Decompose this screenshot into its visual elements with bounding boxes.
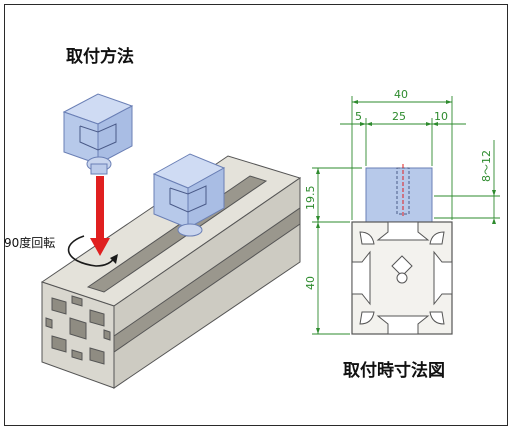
cross-section-drawing [351,164,453,335]
nut-block-upper [62,93,134,175]
dim-overall-width: 40 [394,88,408,101]
dim-bolt-range: 8～12 [480,150,493,182]
dim-block-height: 19.5 [304,186,317,211]
aluminum-profile-3d [40,155,302,389]
dim-center-width: 25 [392,110,406,123]
mounting-method-title: 取付方法 [66,47,134,67]
insert-arrow [90,176,110,256]
dim-right-offset: 10 [434,110,448,123]
rotation-note-label: 90度回転 [4,236,56,250]
dimension-arrowheads [316,100,496,334]
dim-left-offset: 5 [355,110,362,123]
dimension-drawing-title: 取付時寸法図 [343,361,445,381]
dim-profile-height: 40 [304,276,317,290]
nut-block-installed [152,153,226,237]
rotation-arrow-icon [67,235,118,267]
